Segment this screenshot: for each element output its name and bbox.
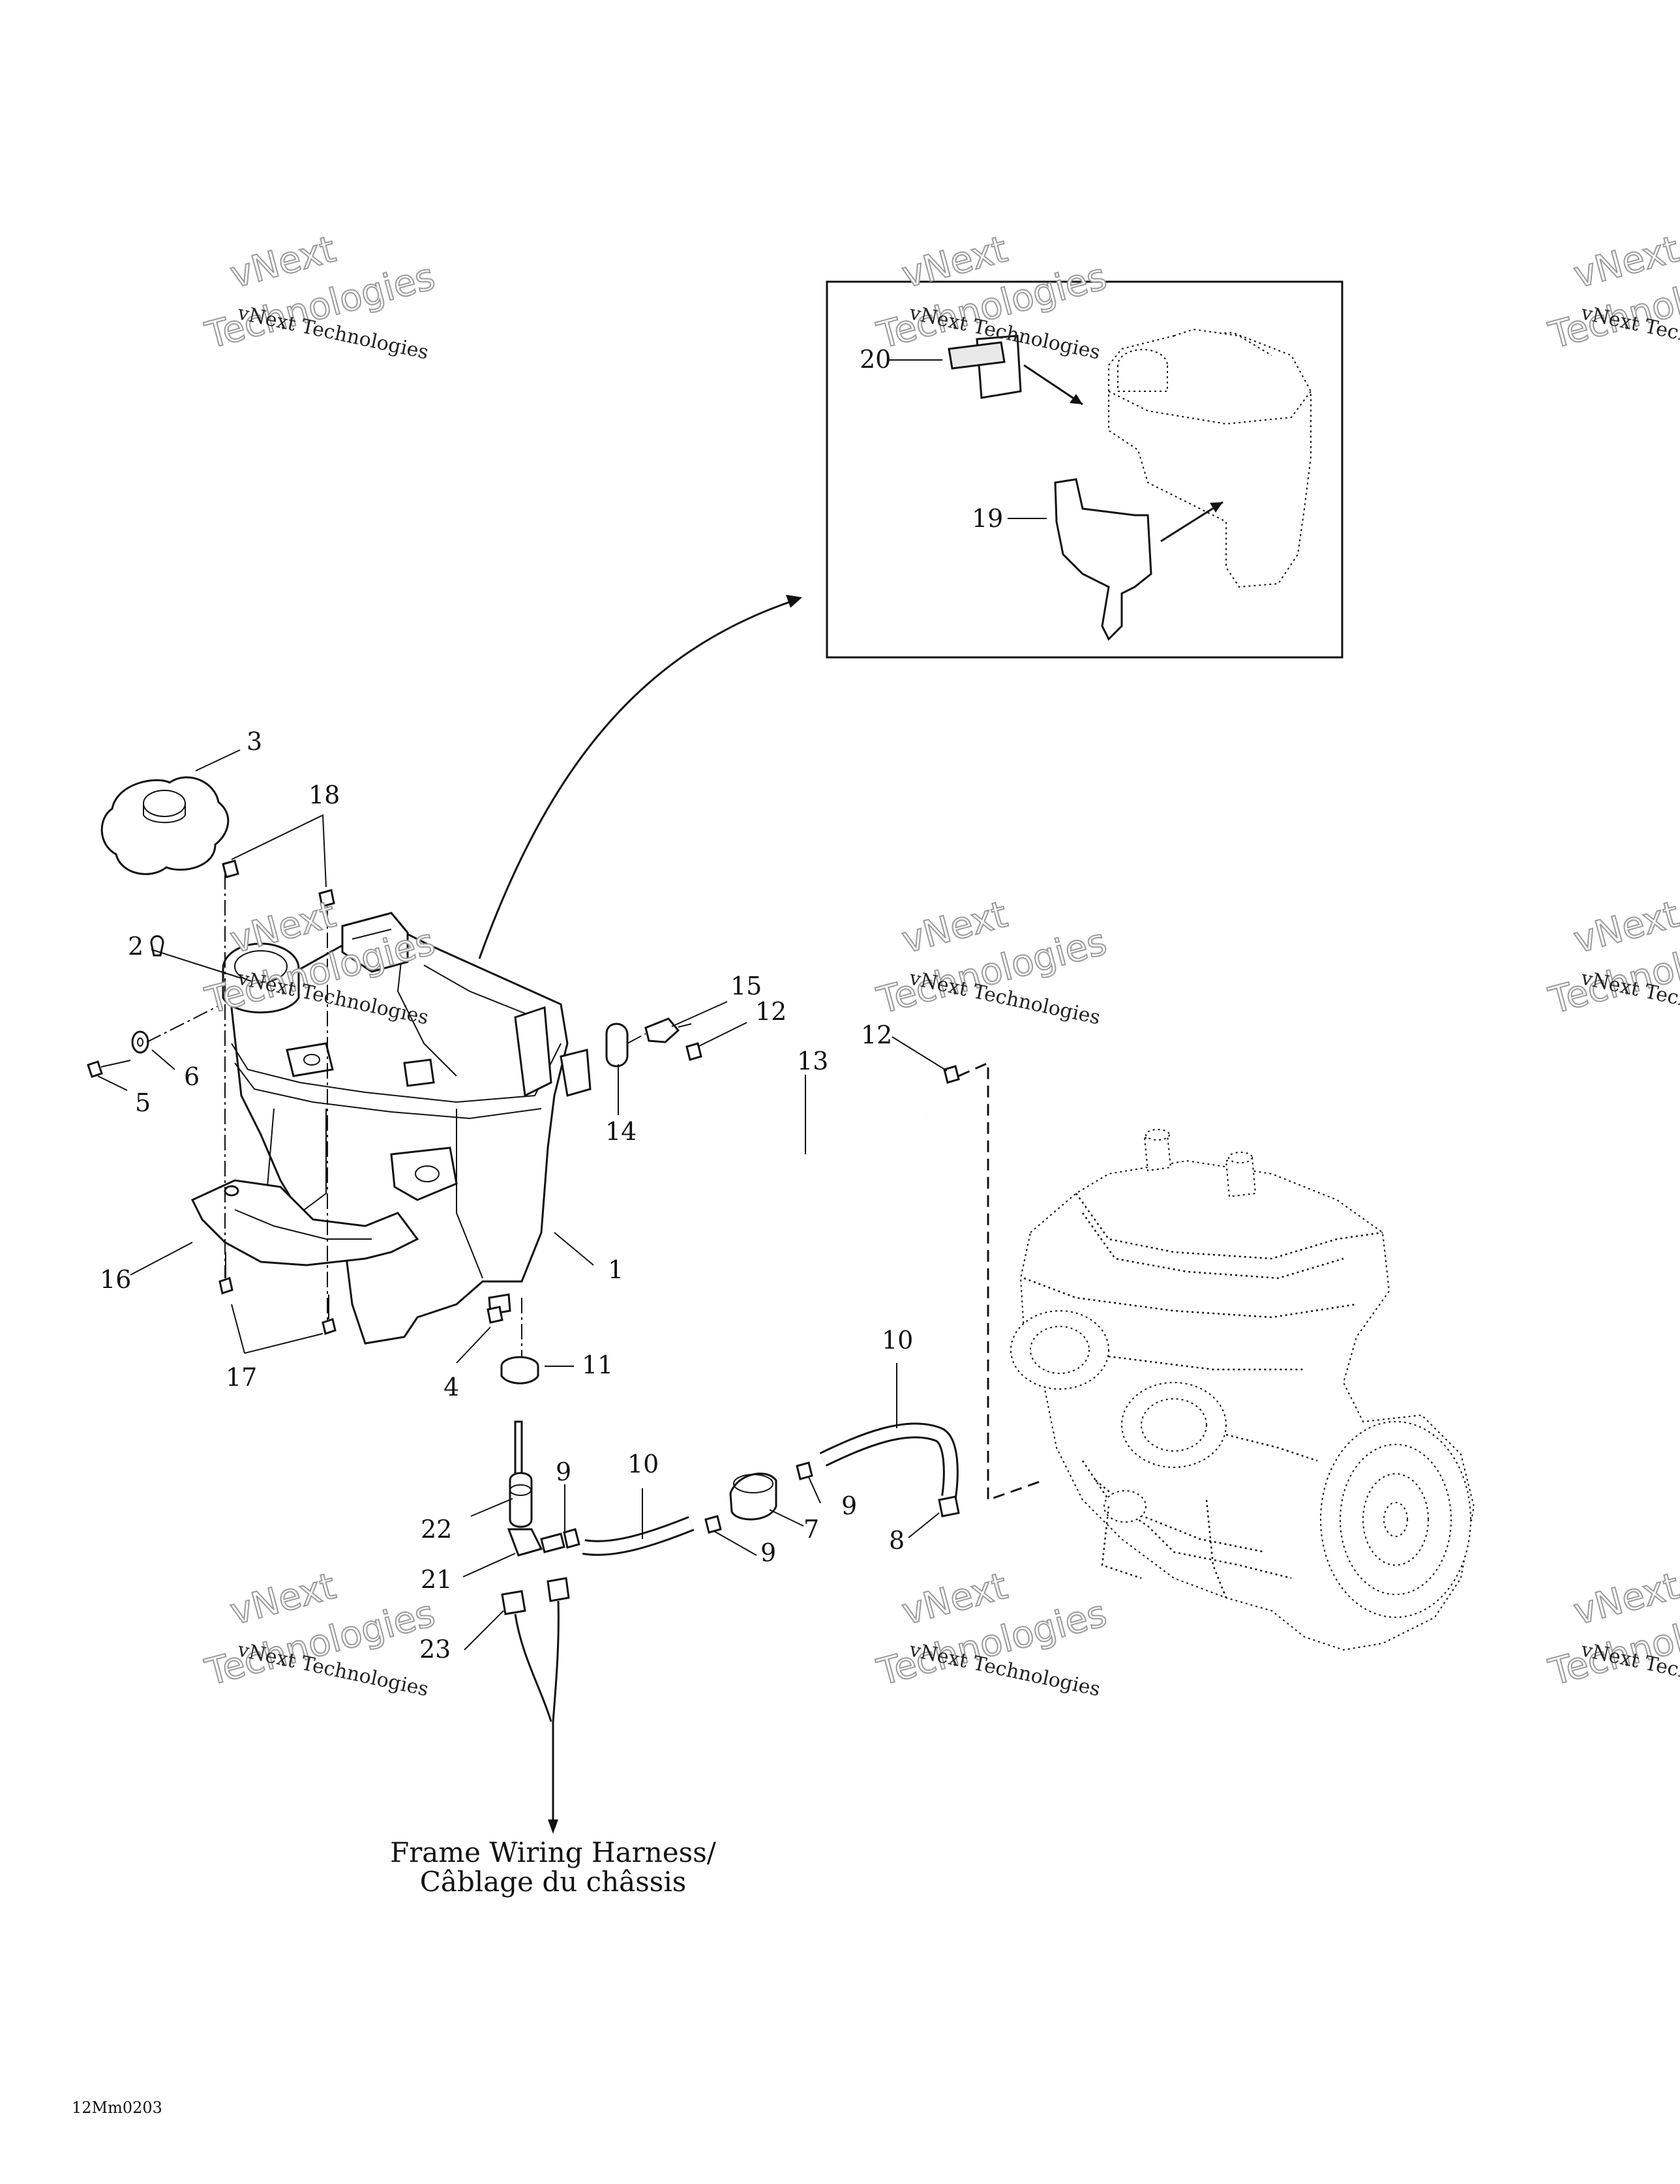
callout-8: 8 [889, 1526, 905, 1555]
watermarks: vNext Technologies vNext Technologies vN… [200, 228, 1680, 1701]
callout-18: 18 [308, 781, 340, 809]
hose-13 [698, 1061, 929, 1160]
callout-9a: 9 [556, 1458, 571, 1486]
callout-6: 6 [184, 1062, 200, 1091]
callout-14: 14 [605, 1117, 637, 1146]
callout-20: 20 [860, 345, 891, 374]
leader-lines [97, 749, 948, 1651]
clamp-8 [938, 1495, 960, 1518]
callout-22: 22 [421, 1515, 452, 1544]
callout-16: 16 [100, 1265, 131, 1294]
callout-21: 21 [421, 1565, 452, 1594]
reservoir-cap-3 [100, 776, 230, 875]
caption-line-1: Frame Wiring Harness/ [390, 1836, 717, 1868]
callout-19: 19 [972, 504, 1003, 533]
callout-17: 17 [226, 1363, 257, 1392]
callout-4: 4 [443, 1373, 459, 1401]
callout-9b: 9 [760, 1538, 776, 1567]
caption-line-2: Câblage du châssis [420, 1866, 687, 1898]
figure-code: 12Mm0203 [72, 2099, 162, 2117]
callout-12a: 12 [755, 997, 787, 1026]
callout-7: 7 [803, 1515, 819, 1544]
callout-13: 13 [797, 1047, 828, 1075]
callout-15: 15 [730, 972, 762, 1000]
filter-7 [704, 1461, 813, 1534]
wiring-23 [501, 1577, 570, 1834]
hose-10-lower [582, 1516, 695, 1556]
callout-9c: 9 [841, 1491, 857, 1520]
callout-3: 3 [247, 727, 262, 756]
callout-10b: 10 [627, 1450, 659, 1478]
callout-12b: 12 [861, 1021, 892, 1049]
engine-assembly [1010, 1129, 1475, 1651]
coolant-reservoir [222, 912, 592, 1345]
callout-numbers: 3 18 2 6 5 16 17 1 4 11 14 15 12 12 13 1… [100, 727, 913, 1664]
callout-5: 5 [135, 1088, 151, 1117]
heat-shield-16 [190, 1179, 419, 1266]
callout-2: 2 [128, 932, 143, 961]
washer-pump [500, 1356, 580, 1557]
inset-box: 20 19 [826, 280, 1343, 659]
callout-1: 1 [608, 1255, 623, 1284]
hose-10-upper [819, 1422, 959, 1498]
heat-shield-19 [1054, 478, 1152, 641]
callout-23: 23 [419, 1635, 451, 1664]
callout-11: 11 [582, 1351, 613, 1379]
callout-10a: 10 [882, 1326, 913, 1354]
